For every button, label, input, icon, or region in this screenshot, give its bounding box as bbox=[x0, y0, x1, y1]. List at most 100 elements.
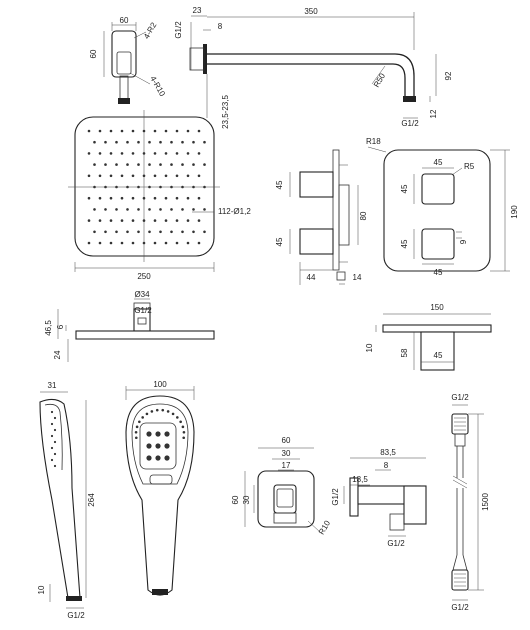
valve-front-radius: R18 bbox=[366, 137, 381, 146]
wall-bracket-radius-large: 4-R10 bbox=[148, 75, 167, 99]
hand-front-center-dot bbox=[155, 455, 161, 461]
wall-bracket-view: 60 60 4-R2 4-R10 bbox=[89, 16, 167, 104]
hand-front-ring-dot bbox=[161, 408, 165, 412]
nozzle-dot bbox=[181, 163, 184, 166]
nozzle-dot bbox=[137, 208, 140, 211]
valve-front-h45-upper: 45 bbox=[400, 184, 409, 193]
nozzle-dot bbox=[203, 185, 206, 189]
hose-nut-bottom bbox=[451, 569, 469, 591]
nozzle-dot bbox=[192, 185, 195, 189]
hose-nut-top bbox=[451, 413, 469, 435]
hand-side-body bbox=[39, 398, 81, 599]
nozzle-dot bbox=[104, 163, 107, 166]
hand-front-button bbox=[149, 474, 173, 485]
nozzle-dot bbox=[175, 152, 179, 155]
head-side-d46-5: 46,5 bbox=[44, 320, 53, 336]
nozzle-dot bbox=[93, 185, 96, 189]
nozzle-dot bbox=[197, 196, 201, 200]
arm-dim-23: 23 bbox=[193, 6, 202, 15]
nozzle-dot bbox=[159, 185, 162, 189]
valve-front-knob-lower bbox=[421, 228, 455, 260]
nozzle-dot bbox=[131, 241, 135, 245]
nozzle-dot bbox=[93, 163, 96, 166]
outlet-side-d8: 8 bbox=[384, 461, 389, 470]
nozzle-dot bbox=[115, 185, 118, 189]
outlet-side-d18-5: 18,5 bbox=[352, 475, 368, 484]
nozzle-dot bbox=[186, 241, 190, 245]
valve-side-d80: 80 bbox=[359, 211, 368, 220]
nozzle-dot bbox=[87, 152, 91, 155]
nozzle-dot bbox=[93, 140, 96, 144]
hand-shower-side-view: 31 264 10 G1/2 bbox=[37, 381, 96, 620]
hand-side-nozzle-dot bbox=[53, 440, 57, 444]
nozzle-dot bbox=[148, 185, 151, 189]
wall-bracket-inner bbox=[116, 51, 132, 75]
nozzle-dot bbox=[109, 129, 113, 133]
nozzle-dot bbox=[126, 140, 129, 144]
valve-front-w45-top: 45 bbox=[434, 158, 443, 167]
hose-view: G1/2 1500 G1/2 bbox=[451, 393, 490, 612]
flange-plate bbox=[382, 324, 492, 333]
arm-end-nut bbox=[403, 96, 416, 102]
nozzle-dot bbox=[170, 230, 173, 234]
nozzle-dot bbox=[126, 185, 129, 189]
hand-front-w100: 100 bbox=[153, 380, 167, 389]
nozzle-dot bbox=[159, 208, 162, 211]
arm-thread-label: G1/2 bbox=[174, 21, 183, 39]
nozzle-dot bbox=[148, 230, 151, 234]
head-nozzle-count: 112-Ø1,2 bbox=[218, 207, 251, 216]
nozzle-dot bbox=[164, 241, 168, 245]
nozzle-dot bbox=[142, 129, 146, 133]
nozzle-dot bbox=[120, 196, 124, 200]
nozzle-dot bbox=[153, 241, 157, 245]
arm-thread-bottom: G1/2 bbox=[401, 119, 419, 128]
nozzle-dot bbox=[153, 129, 157, 133]
nozzle-dot bbox=[203, 208, 206, 211]
nozzle-dot bbox=[186, 196, 190, 200]
nozzle-dot bbox=[109, 196, 113, 200]
hand-front-ring-dot bbox=[179, 420, 182, 424]
outlet-side-holder bbox=[403, 485, 427, 525]
nozzle-dot bbox=[137, 163, 140, 166]
nozzle-dot bbox=[126, 208, 129, 211]
nozzle-dot bbox=[104, 230, 107, 234]
wall-bracket-radius-small: 4-R2 bbox=[142, 20, 159, 40]
hand-front-ring-dot bbox=[176, 416, 179, 419]
nozzle-dot bbox=[203, 230, 206, 234]
nozzle-dot bbox=[137, 230, 140, 234]
nozzle-dot bbox=[148, 140, 151, 144]
hand-side-thread-nut bbox=[66, 596, 82, 601]
nozzle-dot bbox=[164, 174, 168, 178]
hand-side-length: 264 bbox=[87, 493, 96, 507]
hand-side-nozzle-dot bbox=[50, 434, 54, 438]
nozzle-dot bbox=[104, 140, 107, 144]
valve-side-plate bbox=[332, 149, 340, 271]
nozzle-dot bbox=[120, 129, 124, 133]
valve-side-d44: 44 bbox=[307, 273, 316, 282]
nozzle-dot bbox=[186, 219, 190, 222]
nozzle-dot bbox=[192, 163, 195, 166]
hand-front-nozzles bbox=[134, 408, 186, 461]
nozzle-dot bbox=[142, 241, 146, 245]
outlet-front-view: 60 30 17 60 30 R10 bbox=[231, 436, 332, 536]
hand-front-ring-dot bbox=[145, 412, 149, 416]
nozzle-dot bbox=[159, 163, 162, 166]
hand-front-ring-dot bbox=[138, 420, 141, 424]
nozzle-dot bbox=[153, 174, 157, 178]
valve-front-r5: R5 bbox=[464, 162, 475, 171]
hand-side-nozzle-dot bbox=[53, 416, 57, 420]
nozzle-dot bbox=[87, 196, 91, 200]
nozzle-dot bbox=[87, 129, 91, 133]
nozzle-dot bbox=[115, 208, 118, 211]
hand-front-center-dot bbox=[164, 431, 170, 437]
valve-side-h45-upper: 45 bbox=[275, 180, 284, 189]
nozzle-dot bbox=[126, 230, 129, 234]
hand-front-center-dot bbox=[155, 431, 161, 437]
nozzle-dot bbox=[87, 174, 91, 178]
flange-w150: 150 bbox=[430, 303, 444, 312]
hand-front-ring-dot bbox=[166, 410, 170, 413]
nozzle-dot bbox=[148, 208, 151, 211]
valve-front-w45-bottom: 45 bbox=[434, 268, 443, 277]
wall-bracket-height: 60 bbox=[89, 49, 98, 58]
valve-front-h190: 190 bbox=[510, 205, 519, 219]
